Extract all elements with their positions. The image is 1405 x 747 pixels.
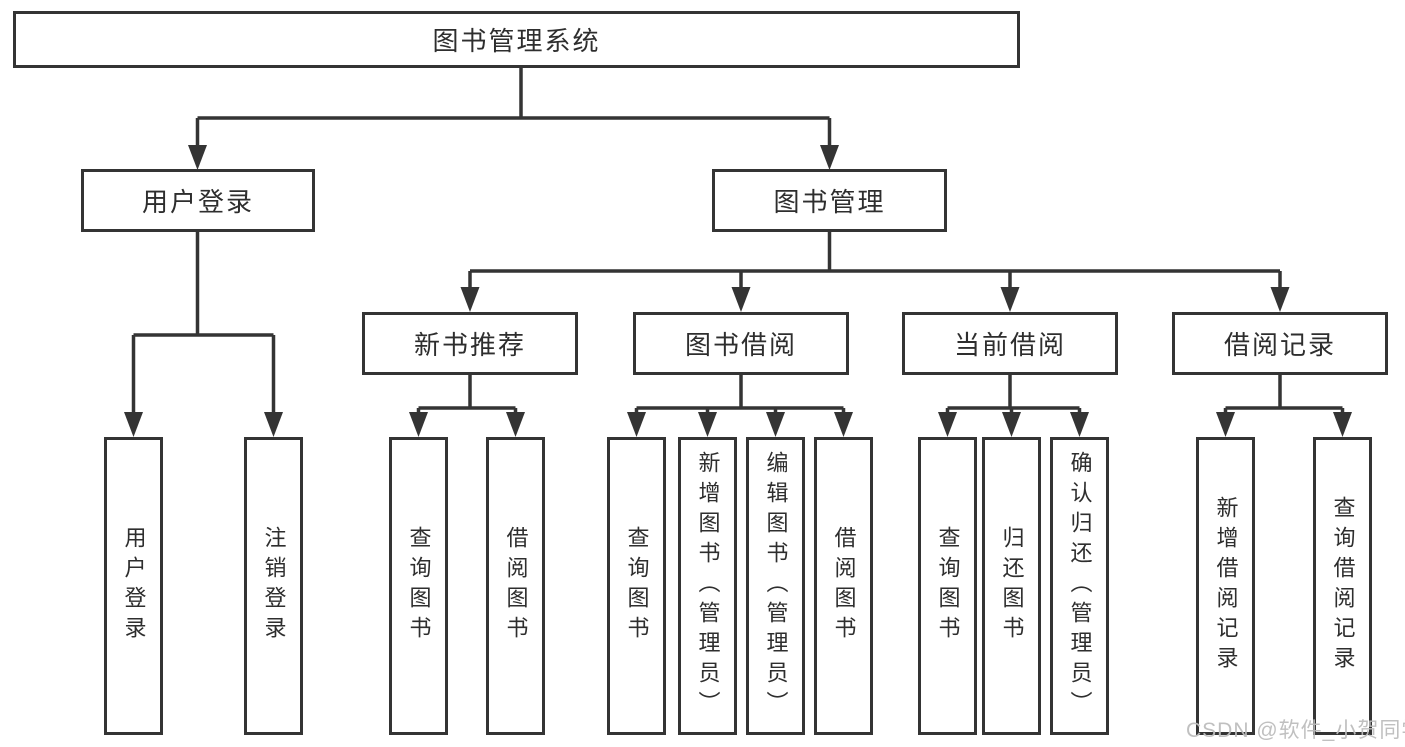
leaf-edit-books-admin: 编辑图书（管理员）: [746, 437, 805, 735]
node-label: 图书借阅: [684, 330, 797, 360]
node-label: 当前借阅: [953, 330, 1066, 360]
leaf-logout: 注销登录: [244, 437, 303, 735]
arrow-down-icon: [1070, 412, 1089, 437]
node-label: 用户登录: [141, 187, 254, 217]
leaf-label: 查询图书: [624, 526, 650, 646]
leaf-user-login: 用户登录: [104, 437, 163, 735]
arrow-down-icon: [1002, 412, 1021, 437]
leaf-label: 注销登录: [261, 526, 287, 646]
leaf-label: 归还图书: [999, 526, 1025, 646]
leaf-add-books-admin: 新增图书（管理员）: [678, 437, 737, 735]
arrow-down-icon: [820, 145, 839, 170]
arrow-down-icon: [731, 287, 751, 312]
leaf-query-books-current: 查询图书: [918, 437, 977, 735]
leaf-query-books-recommend: 查询图书: [389, 437, 448, 735]
node-new-book-recommendation: 新书推荐: [362, 312, 578, 375]
leaf-label: 用户登录: [121, 526, 147, 646]
node-user-login: 用户登录: [81, 169, 315, 232]
leaf-return-books: 归还图书: [982, 437, 1041, 735]
arrow-down-icon: [834, 412, 853, 437]
node-library-management-system: 图书管理系统: [13, 11, 1020, 68]
arrow-down-icon: [1270, 287, 1290, 312]
arrow-down-icon: [460, 287, 480, 312]
leaf-label: 确认归还（管理员）: [1067, 451, 1093, 721]
node-book-borrowing: 图书借阅: [633, 312, 849, 375]
arrow-down-icon: [766, 412, 785, 437]
arrow-down-icon: [264, 412, 283, 437]
arrow-down-icon: [1216, 412, 1235, 437]
leaf-query-borrow-record: 查询借阅记录: [1313, 437, 1372, 735]
arrow-down-icon: [1000, 287, 1020, 312]
leaf-confirm-return-admin: 确认归还（管理员）: [1050, 437, 1109, 735]
leaf-label: 新增借阅记录: [1213, 496, 1239, 676]
leaf-label: 查询图书: [935, 526, 961, 646]
leaf-label: 查询图书: [406, 526, 432, 646]
arrow-down-icon: [188, 145, 207, 170]
leaf-borrow-books: 借阅图书: [814, 437, 873, 735]
node-book-management: 图书管理: [712, 169, 947, 232]
node-label: 图书管理系统: [432, 26, 601, 56]
arrow-down-icon: [409, 412, 428, 437]
csdn-watermark: CSDN @软件_小贺同学: [1186, 719, 1405, 742]
leaf-label: 新增图书（管理员）: [695, 451, 721, 721]
arrow-down-icon: [938, 412, 957, 437]
node-label: 图书管理: [773, 187, 886, 217]
arrow-down-icon: [627, 412, 646, 437]
leaf-query-books-borrow: 查询图书: [607, 437, 666, 735]
arrow-down-icon: [124, 412, 143, 437]
node-label: 借阅记录: [1223, 330, 1336, 360]
leaf-label: 借阅图书: [831, 526, 857, 646]
leaf-borrow-books-recommend: 借阅图书: [486, 437, 545, 735]
arrow-down-icon: [698, 412, 717, 437]
leaf-label: 编辑图书（管理员）: [763, 451, 789, 721]
node-borrowing-records: 借阅记录: [1172, 312, 1388, 375]
node-label: 新书推荐: [413, 330, 526, 360]
leaf-label: 查询借阅记录: [1330, 496, 1356, 676]
arrow-down-icon: [506, 412, 525, 437]
arrow-down-icon: [1333, 412, 1352, 437]
node-current-borrowing: 当前借阅: [902, 312, 1118, 375]
leaf-label: 借阅图书: [503, 526, 529, 646]
leaf-add-borrow-record: 新增借阅记录: [1196, 437, 1255, 735]
